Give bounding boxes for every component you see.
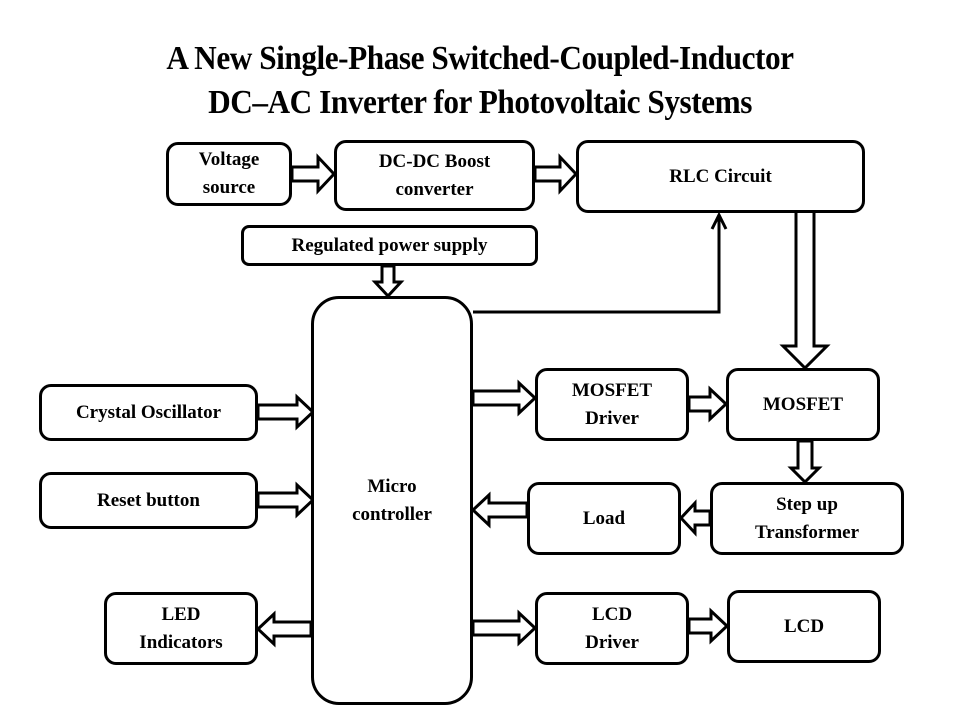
dcdc-boost-converter-block: DC-DC Boost converter [334,140,535,211]
regulated-power-supply-block: Regulated power supply [241,225,538,266]
mosfet-block: MOSFET [726,368,880,441]
crystal-oscillator-block: Crystal Oscillator [39,384,258,441]
mosfet-driver-block: MOSFET Driver [535,368,689,441]
arrow-load-to-mcu [470,491,529,529]
rlc-circuit-block: RLC Circuit [576,140,865,213]
voltage-source-block: Voltage source [166,142,292,206]
microcontroller-block: Micro controller [311,296,473,705]
led-indicators-block: LED Indicators [104,592,258,665]
arrow-mcu-to-lcd-driver [471,609,538,647]
lcd-driver-block: LCD Driver [535,592,689,665]
arrow-lcd-driver-to-lcd [687,607,730,645]
diagram-title-line-1: A New Single-Phase Switched-Coupled-Indu… [166,40,794,77]
lcd-block: LCD [727,590,881,663]
load-block: Load [527,482,681,555]
reset-button-block: Reset button [39,472,258,529]
arrow-mosfet-driver-to-mosfet [687,385,729,423]
step-up-transformer-block: Step up Transformer [710,482,904,555]
arrow-boost-to-rlc [533,153,579,195]
arrow-mosfet-to-transformer [787,439,823,485]
arrow-mcu-to-mosfet-driver [471,379,538,417]
arrow-mcu-to-led [255,610,313,648]
arrow-rlc-to-mosfet [779,206,831,371]
arrow-voltage-to-boost [290,153,337,195]
arrowhead-mcu-to-rlc [710,211,728,230]
diagram-title-line-2: DC–AC Inverter for Photovoltaic Systems [208,84,752,121]
arrow-rps-to-mcu [371,264,405,299]
line-mcu-to-rlc [473,215,721,314]
arrow-transformer-to-load [678,499,712,537]
arrow-crystal-to-mcu [256,393,316,431]
arrow-reset-to-mcu [256,481,316,519]
